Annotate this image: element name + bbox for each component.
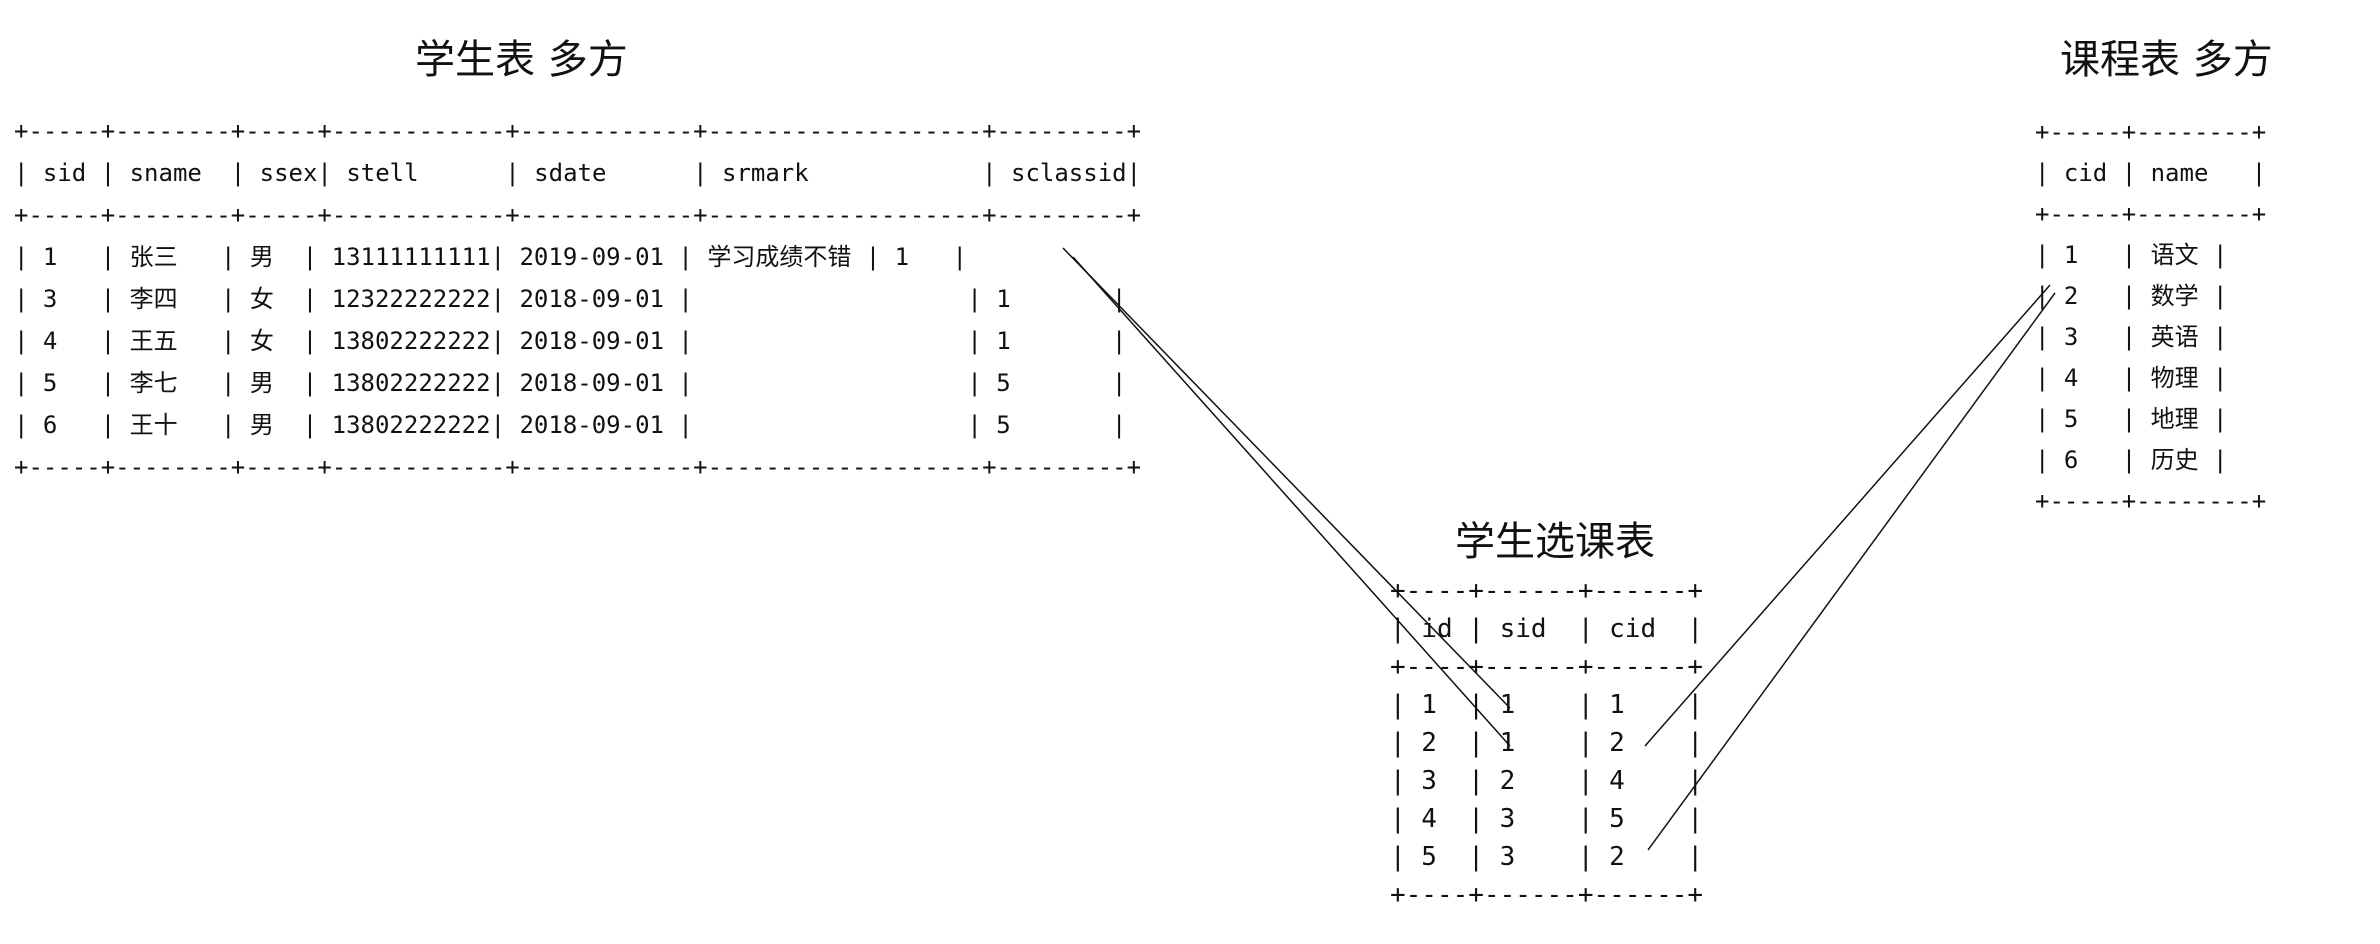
course-table-line: | 4 | 物理 |: [2035, 364, 2228, 392]
selection-table-line: | 3 | 2 | 4 |: [1390, 766, 1704, 796]
selection-table-line: | 5 | 3 | 2 |: [1390, 842, 1704, 872]
course-table-line: | 6 | 历史 |: [2035, 446, 2228, 474]
selection-table: +----+------+------+ | id | sid | cid | …: [1390, 572, 1703, 914]
student-table: +-----+--------+-----+------------+-----…: [14, 110, 1141, 488]
selection-table-line: +----+------+------+: [1390, 880, 1704, 910]
course-table-line: | 1 | 语文 |: [2035, 241, 2228, 269]
student-table-line: | 1 | 张三 | 男 | 13111111111| 2019-09-01 |…: [14, 243, 967, 271]
selection-table-line: | 4 | 3 | 5 |: [1390, 804, 1704, 834]
selection-table-line: | 2 | 1 | 2 |: [1390, 728, 1704, 758]
course-table-line: | 3 | 英语 |: [2035, 323, 2228, 351]
student-table-line: +-----+--------+-----+------------+-----…: [14, 117, 1142, 145]
student-table-line: | 3 | 李四 | 女 | 12322222222| 2018-09-01 |…: [14, 285, 1127, 313]
selection-table-line: +----+------+------+: [1390, 576, 1704, 606]
link-student1-selection-row1a: [1062, 247, 1511, 709]
link-course2-selection-row2: [1644, 284, 2051, 747]
student-table-title: 学生表 多方: [415, 37, 628, 83]
student-table-line: | 5 | 李七 | 男 | 13802222222| 2018-09-01 |…: [14, 369, 1127, 397]
link-course2-selection-row5: [1647, 292, 2056, 851]
student-table-line: +-----+--------+-----+------------+-----…: [14, 453, 1142, 481]
student-table-line: | sid | sname | ssex| stell | sdate | sr…: [14, 159, 1142, 187]
selection-table-title: 学生选课表: [1455, 519, 1655, 565]
course-table: +-----+--------+ | cid | name | +-----+-…: [2035, 112, 2266, 522]
link-student1-selection-row1b: [1072, 256, 1511, 747]
selection-table-line: | id | sid | cid |: [1390, 614, 1704, 644]
course-table-line: +-----+--------+: [2035, 118, 2267, 146]
course-table-line: | cid | name |: [2035, 159, 2267, 187]
course-table-line: +-----+--------+: [2035, 487, 2267, 515]
student-table-line: | 6 | 王十 | 男 | 13802222222| 2018-09-01 |…: [14, 411, 1127, 439]
course-table-line: +-----+--------+: [2035, 200, 2267, 228]
selection-table-line: +----+------+------+: [1390, 652, 1704, 682]
student-table-line: +-----+--------+-----+------------+-----…: [14, 201, 1142, 229]
student-table-line: | 4 | 王五 | 女 | 13802222222| 2018-09-01 |…: [14, 327, 1127, 355]
course-table-line: | 5 | 地理 |: [2035, 405, 2228, 433]
course-table-title: 课程表 多方: [2060, 37, 2273, 83]
